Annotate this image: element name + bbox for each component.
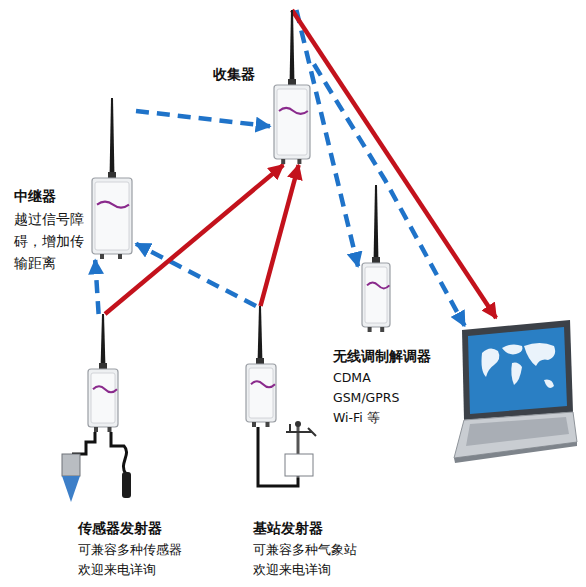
brand-logo	[367, 282, 389, 288]
laptop-computer	[452, 318, 578, 473]
node-heading: 中继器	[14, 186, 56, 206]
station-transmitter: 基站发射器可兼容多种气象站欢迎来电详询	[238, 306, 328, 498]
antenna	[258, 306, 263, 364]
sensor-cable	[72, 432, 95, 454]
device-housing	[274, 85, 310, 159]
antenna	[374, 185, 379, 263]
node-heading: 收集器	[213, 64, 255, 84]
repeater-device-art	[88, 98, 136, 260]
device-housing	[92, 178, 132, 254]
laptop-edge	[454, 442, 577, 463]
device-housing	[246, 364, 276, 422]
node-heading: 基站发射器	[253, 518, 323, 538]
device-panel	[91, 373, 115, 423]
node-note: CDMA	[333, 368, 371, 388]
station-box	[285, 454, 313, 476]
laptop-keyboard	[466, 417, 569, 446]
brand-logo	[97, 202, 129, 208]
map-continent	[524, 343, 555, 366]
node-heading: 无线调制解调器	[333, 346, 431, 366]
map-continent	[511, 363, 522, 386]
sensor-cable	[111, 432, 127, 474]
laptop-bezel	[462, 320, 573, 420]
map-continent	[544, 380, 554, 388]
sensor-transmitter-art	[48, 314, 140, 506]
sensor-probe	[62, 454, 80, 476]
antenna	[110, 98, 115, 178]
cable-gland	[380, 327, 384, 332]
node-note: 越过信号障碍，增加传输距离	[14, 208, 86, 274]
cable-gland	[281, 159, 285, 164]
node-note: GSM/GPRS	[333, 388, 399, 408]
wind-vane	[286, 424, 316, 436]
device-panel	[277, 89, 307, 155]
brand-logo	[279, 108, 308, 114]
node-note: 可兼容多种传感器	[78, 540, 182, 560]
modem-device: 无线调制解调器CDMAGSM/GPRSWi-Fi 等	[358, 185, 394, 333]
map-continent	[482, 348, 500, 377]
collector-device: 收集器	[270, 10, 314, 165]
cable-gland	[94, 427, 98, 432]
device-panel	[95, 182, 129, 250]
node-note: Wi-Fi 等	[333, 408, 380, 428]
radio-link	[314, 64, 465, 326]
cable-gland	[118, 254, 122, 259]
antenna	[290, 10, 295, 85]
device-housing	[362, 263, 390, 327]
radio-link	[136, 111, 270, 126]
data-link	[292, 10, 496, 318]
sensor-tip	[62, 476, 80, 502]
collector-device-art	[270, 10, 314, 165]
node-heading: 传感器发射器	[78, 518, 162, 538]
station-transmitter-art	[238, 306, 328, 498]
brand-logo	[93, 386, 117, 392]
antenna	[101, 314, 106, 369]
cable-gland	[297, 159, 301, 164]
sensor-plug	[122, 472, 131, 498]
node-note: 欢迎来电详询	[253, 560, 331, 580]
repeater-device: 中继器越过信号障碍，增加传输距离	[88, 98, 136, 260]
device-panel	[365, 267, 387, 323]
device-housing	[88, 369, 118, 427]
radio-link	[95, 260, 98, 314]
cable-gland	[368, 327, 372, 332]
cable-gland	[100, 254, 104, 259]
sensor-transmitter: 传感器发射器可兼容多种传感器欢迎来电详询	[48, 314, 140, 506]
device-panel	[249, 368, 273, 418]
node-note: 欢迎来电详询	[78, 560, 156, 580]
map-continent	[502, 344, 522, 354]
modem-device-art	[358, 185, 394, 333]
data-link	[261, 165, 299, 306]
brand-logo	[251, 381, 275, 387]
cable-gland	[108, 427, 112, 432]
node-note: 可兼容多种气象站	[253, 540, 357, 560]
cable-gland	[252, 422, 256, 427]
cable-gland	[266, 422, 270, 427]
laptop-computer-art	[452, 318, 578, 473]
laptop-screen	[468, 327, 567, 414]
wind-vane	[295, 421, 301, 427]
